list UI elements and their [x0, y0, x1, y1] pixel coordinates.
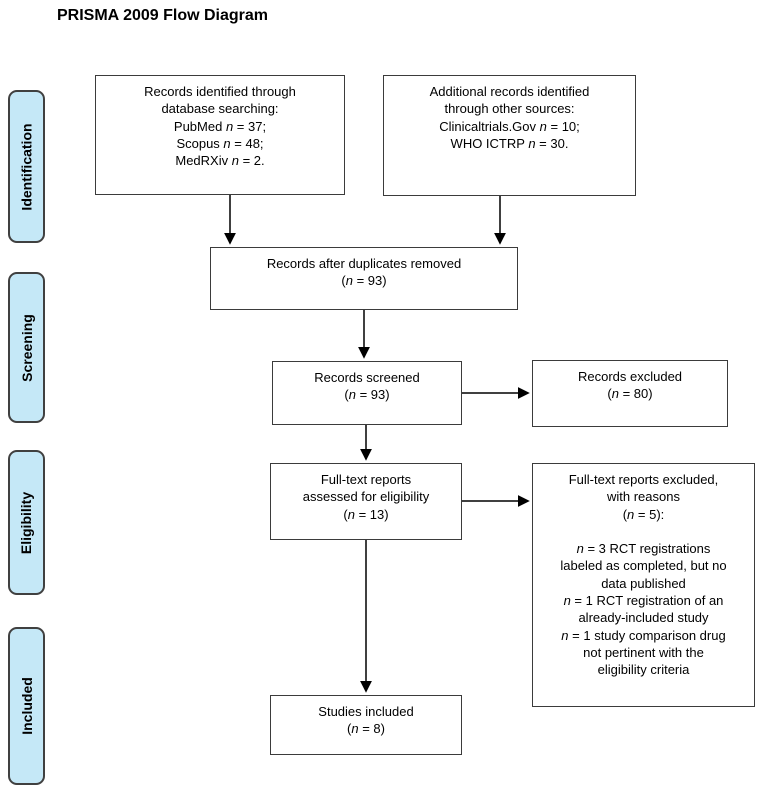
box-records-excluded: Records excluded(n = 80)	[532, 360, 728, 427]
box-fulltext-excluded: Full-text reports excluded,with reasons(…	[532, 463, 755, 707]
stage-identification: Identification	[8, 90, 45, 243]
stage-screening-label: Screening	[18, 313, 35, 382]
stage-screening: Screening	[8, 272, 45, 423]
box-records-screened: Records screened(n = 93)	[272, 361, 462, 425]
stage-identification-label: Identification	[18, 122, 35, 211]
stage-included: Included	[8, 627, 45, 785]
stage-eligibility-label: Eligibility	[18, 491, 35, 554]
stage-eligibility: Eligibility	[8, 450, 45, 595]
stage-included-label: Included	[18, 677, 35, 735]
diagram-title: PRISMA 2009 Flow Diagram	[57, 7, 269, 24]
box-studies-included: Studies included(n = 8)	[270, 695, 462, 755]
box-duplicates-removed: Records after duplicates removed(n = 93)	[210, 247, 518, 310]
